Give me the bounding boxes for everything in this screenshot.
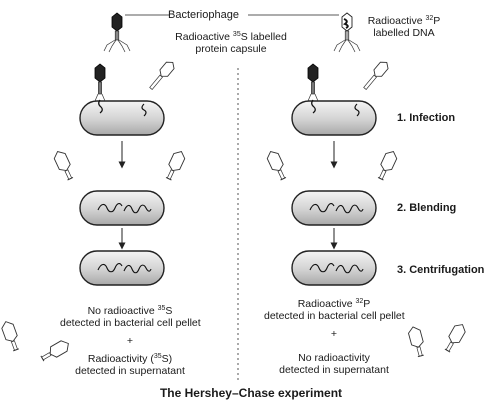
labelled-dna-label: Radioactive 32P labelled DNA <box>367 15 441 39</box>
cell-infection-right <box>291 100 377 136</box>
cell-centrifugation-left <box>79 250 165 286</box>
step-infection-label: 1. Infection <box>397 112 456 124</box>
cell-infection-left <box>79 100 165 136</box>
phage-attached-left-2 <box>149 61 175 90</box>
cell-blending-right <box>291 190 377 226</box>
phage-dna-labelled-icon <box>333 12 361 53</box>
injected-dna-left-2 <box>141 103 147 117</box>
figure-caption: The Hershey–Chase experiment <box>159 386 343 400</box>
supernatant-phages-right <box>406 324 428 358</box>
left-result-supernatant: Radioactivity (35S) detected in supernat… <box>75 353 185 377</box>
step-centrifugation-label: 3. Centrifugation <box>397 264 485 276</box>
phage-detached-right-2 <box>374 148 400 182</box>
protein-capsule-label: Radioactive 35S labelled protein capsule <box>175 31 287 55</box>
phage-protein-labelled-icon <box>103 12 131 53</box>
left-result-plus: + <box>126 335 134 347</box>
right-result-supernatant: No radioactivity detected in supernatant <box>279 352 389 376</box>
injected-dna-right <box>311 99 316 114</box>
phage-detached-right-1 <box>264 148 290 182</box>
step-blending-label: 2. Blending <box>397 202 457 214</box>
phage-attached-left-1 <box>94 63 106 102</box>
bacteriophage-label: Bacteriophage <box>168 9 239 21</box>
phage-attached-right-1 <box>307 63 319 102</box>
supernatant-phages-left <box>0 319 23 353</box>
phage-attached-right-2 <box>363 61 389 90</box>
injected-dna-right-2 <box>354 103 360 117</box>
phage-detached-left-1 <box>51 148 77 182</box>
left-result-pellet: No radioactive 35S detected in bacterial… <box>60 305 201 329</box>
cell-centrifugation-right <box>291 250 377 286</box>
phage-detached-left-2 <box>162 148 188 182</box>
right-result-pellet: Radioactive 32P detected in bacterial ce… <box>264 298 405 322</box>
right-result-plus: + <box>330 328 338 340</box>
cell-blending-left <box>79 190 165 226</box>
injected-dna-left <box>98 99 103 114</box>
